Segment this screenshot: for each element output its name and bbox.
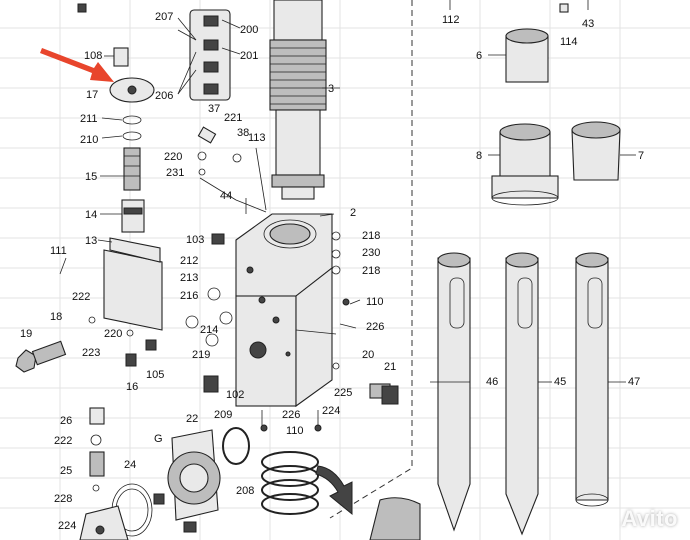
bushing-6 [505,28,549,83]
label-222-bottom: 222 [54,435,72,447]
label-113: 113 [248,132,266,144]
label-13: 13 [85,235,97,247]
label-224-bottom: 224 [58,520,76,532]
label-224-right: 224 [322,405,340,417]
label-216: 216 [180,290,198,302]
label-2: 2 [350,207,356,219]
label-111: 111 [50,245,67,257]
label-209: 209 [214,409,232,421]
label-220-top: 220 [164,151,182,163]
pointer-arrow [40,48,114,82]
label-7: 7 [638,150,644,162]
label-102: 102 [226,389,244,401]
label-220-mid: 220 [104,328,122,340]
label-210: 210 [80,134,98,146]
label-206: 206 [155,90,173,102]
label-208: 208 [236,485,254,497]
valve-stack [121,115,145,233]
leader-lines [59,0,636,426]
label-218-top: 218 [362,230,380,242]
label-45: 45 [554,376,566,388]
label-15: 15 [85,171,97,183]
label-14: 14 [85,209,97,221]
label-38: 38 [237,127,249,139]
label-211: 211 [80,113,98,125]
label-231: 231 [166,167,184,179]
chisel-46 [437,252,471,532]
label-114: 114 [560,36,578,48]
label-201: 201 [240,50,258,62]
label-20: 20 [362,349,374,361]
label-226-right: 226 [366,321,384,333]
small-fasteners [15,3,569,533]
part-number-labels: 112 43 114 207 200 201 206 108 17 3 6 8 … [20,11,644,532]
piston-3 [269,0,340,200]
bottom-flange-224 [79,505,129,540]
label-223: 223 [82,347,100,359]
label-g: G [154,433,163,445]
label-47: 47 [628,376,640,388]
label-212: 212 [180,255,198,267]
label-8: 8 [476,150,482,162]
label-25: 25 [60,465,72,477]
watermark-text: Avito [621,506,678,531]
label-19: 19 [20,328,32,340]
chisel-45 [505,252,539,536]
label-24: 24 [124,459,136,471]
label-103: 103 [186,234,204,246]
dashed-separator [329,0,413,519]
chisels [437,252,609,536]
o-ring-stack-208 [222,427,319,515]
label-230: 230 [362,247,380,259]
label-21: 21 [384,361,396,373]
label-46: 46 [486,376,498,388]
label-43: 43 [582,18,594,30]
label-108: 108 [84,50,102,62]
label-226-bottom: 226 [282,409,300,421]
label-228: 228 [54,493,72,505]
chisel-47 [575,252,609,507]
label-225: 225 [334,387,352,399]
piston-guide-pins [189,9,231,101]
label-17: 17 [86,89,98,101]
label-110-right: 110 [366,296,384,308]
label-22: 22 [186,413,198,425]
side-bracket-111 [103,237,163,331]
label-105: 105 [146,369,164,381]
label-214: 214 [200,324,218,336]
label-44: 44 [220,190,232,202]
valve-cap-17 [109,47,155,103]
label-18: 18 [50,311,62,323]
cylinder-block-2 [235,213,333,408]
label-112: 112 [442,14,460,26]
bushing-8 [491,123,559,206]
label-219: 219 [192,349,210,361]
front-head-22 [167,429,221,521]
label-200: 200 [240,24,258,36]
label-213: 213 [180,272,198,284]
label-37: 37 [208,103,220,115]
label-6: 6 [476,50,482,62]
label-16: 16 [126,381,138,393]
label-222-left: 222 [72,291,90,303]
label-26: 26 [60,415,72,427]
label-3: 3 [328,83,334,95]
label-218-bottom: 218 [362,265,380,277]
label-207: 207 [155,11,173,23]
label-110-bottom: 110 [286,425,304,437]
front-head-body [315,465,421,540]
label-221: 221 [224,112,242,124]
watermark-logo: Avito [621,506,678,532]
bushing-7 [571,121,621,181]
